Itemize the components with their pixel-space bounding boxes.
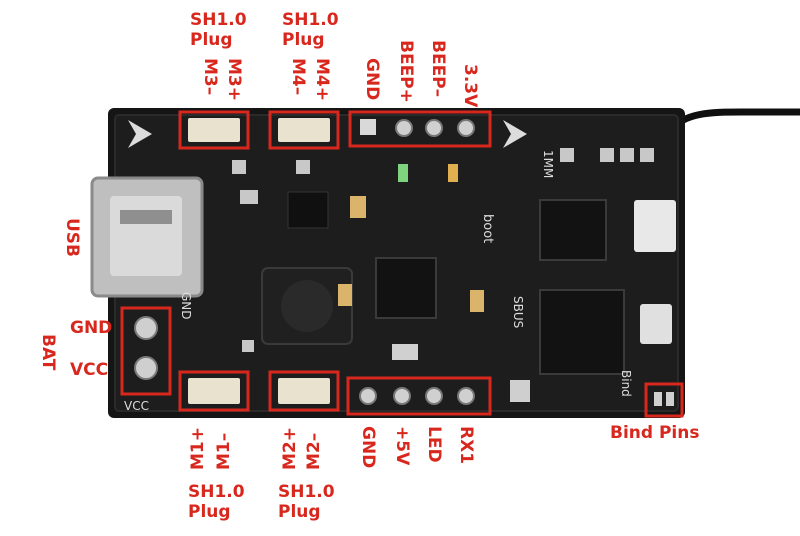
beep-minus-label: BEEP–	[428, 40, 448, 98]
rx1-label: RX1	[456, 426, 476, 465]
led-label: LED	[424, 426, 444, 463]
bat-vcc-label: VCC	[70, 360, 109, 380]
silk-boot: boot	[480, 214, 495, 244]
gnd-bottom-label: GND	[358, 426, 378, 469]
bat-gnd-label: GND	[70, 318, 113, 338]
bind-pin-1	[654, 392, 662, 406]
m4-plug-label: SH1.0 Plug	[282, 10, 339, 50]
m3-plug-label: SH1.0 Plug	[190, 10, 247, 50]
main-chip	[539, 289, 625, 375]
m1-plus-label: M1+	[188, 427, 208, 470]
antenna-wire	[669, 108, 800, 131]
pad-gnd-bottom	[359, 387, 377, 405]
m2-plug	[278, 378, 330, 404]
m1-plug-label: SH1.0 Plug	[188, 482, 245, 522]
m3-minus-label: M3–	[200, 58, 220, 96]
m3-plus-label: M3+	[224, 58, 244, 101]
pad-gnd-top	[360, 119, 376, 135]
m1-minus-label: M1–	[214, 432, 234, 470]
bat-pads-highlight	[120, 306, 172, 396]
beep-plus-label: BEEP+	[396, 40, 416, 103]
bottom-pads-highlight	[346, 376, 492, 416]
bind-pins-label: Bind Pins	[610, 423, 700, 443]
pad-led	[425, 387, 443, 405]
m4-plug	[278, 118, 330, 142]
bat-label: BAT	[38, 334, 58, 371]
m2-plug-highlight	[268, 370, 340, 412]
usb-label: USB	[62, 218, 82, 258]
pad-beep-plus	[395, 119, 413, 137]
pad-33v	[457, 119, 475, 137]
arrow-logo-left	[128, 120, 152, 148]
m2-plug-label: SH1.0 Plug	[278, 482, 335, 522]
pad-5v	[393, 387, 411, 405]
pad-rx1	[457, 387, 475, 405]
m4-plug-highlight	[268, 110, 340, 150]
pad-bat-gnd	[134, 316, 158, 340]
rx-chip	[539, 199, 607, 261]
crystal	[634, 200, 676, 252]
v5-label: +5V	[392, 426, 412, 466]
pad-bat-vcc	[134, 356, 158, 380]
silk-tag: 1MM	[541, 150, 555, 179]
m3-plug	[188, 118, 240, 142]
m1-plug	[188, 378, 240, 404]
bind-pins-highlight	[644, 382, 684, 418]
m4-minus-label: M4–	[288, 58, 308, 96]
pad-beep-minus	[425, 119, 443, 137]
mcu-chip	[375, 257, 437, 319]
m2-plus-label: M2+	[280, 427, 300, 470]
m2-minus-label: M2–	[304, 432, 324, 470]
bind-pin-2	[666, 392, 674, 406]
silk-sbus: SBUS	[511, 296, 525, 329]
m3-plug-highlight	[178, 110, 250, 150]
m4-plus-label: M4+	[312, 58, 332, 101]
silk-vcc: VCC	[124, 399, 149, 413]
top-pads-highlight	[348, 110, 492, 148]
arrow-logo-right	[503, 120, 527, 148]
gnd-top-label: GND	[362, 58, 382, 101]
v33-label: 3.3V	[460, 64, 480, 108]
silk-gnd: GND	[179, 292, 193, 320]
m1-plug-highlight	[178, 370, 250, 412]
silk-bind: Bind	[619, 370, 633, 397]
chip	[287, 191, 329, 229]
